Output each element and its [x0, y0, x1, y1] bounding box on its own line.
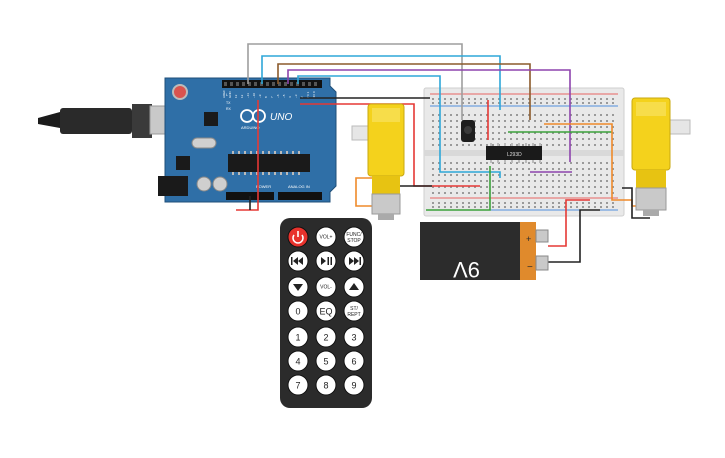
- remote-button-7[interactable]: VOL-: [315, 276, 337, 298]
- battery-plus-icon: +: [526, 234, 531, 244]
- wire-red-1: [300, 103, 480, 187]
- header-pin-label: GND: [228, 91, 232, 99]
- remote-button-2[interactable]: FUNC/STOP: [343, 226, 365, 248]
- header-pin-label: AREF: [222, 90, 226, 98]
- header-pin-label: ~9: [258, 94, 262, 98]
- remote-button-label: 4: [295, 357, 300, 367]
- ir-remote: VOL+ FUNC/STOP VOL- 0 EQ ST/REPT 1 2 3 4 5 6 7 8 9: [280, 218, 372, 408]
- remote-button-5[interactable]: [343, 250, 365, 272]
- wire-red-4: [548, 199, 590, 247]
- remote-button-label: STOP: [347, 238, 361, 244]
- header-pin-label: RX 0: [312, 91, 316, 98]
- remote-button-label: 6: [351, 357, 356, 367]
- header-pin-label: 7: [270, 96, 274, 98]
- battery-9v: 9V + −: [420, 222, 549, 282]
- header-pin-label: ~5: [282, 94, 286, 98]
- remote-button-label: 9: [351, 381, 356, 391]
- arduino-logo-icon: [240, 109, 266, 123]
- wire-gray: [247, 43, 463, 120]
- remote-button-label: 2: [323, 333, 328, 343]
- remote-button-label: VOL-: [320, 285, 332, 291]
- remote-button-label: EQ: [319, 307, 332, 317]
- remote-button-label: 1: [295, 333, 300, 343]
- analog-label: ANALOG IN: [288, 184, 310, 189]
- remote-button-12[interactable]: 1: [287, 326, 309, 348]
- remote-button-9[interactable]: 0: [287, 300, 309, 322]
- remote-button-8[interactable]: [343, 276, 365, 298]
- header-pin-label: ~10: [252, 93, 256, 98]
- wire-brown: [277, 63, 531, 120]
- battery-label: 9V: [453, 257, 480, 282]
- header-pin-label: 13: [234, 94, 238, 98]
- header-pin-label: 4: [288, 96, 292, 98]
- wire-orange-1: [355, 177, 378, 207]
- arduino-board: UNO ARDUINO L TX RX POWER ANALOG IN AREF…: [158, 77, 337, 203]
- remote-button-label: 3: [351, 333, 356, 343]
- wires: [236, 43, 650, 263]
- board-model-label: UNO: [270, 112, 292, 123]
- fast-forward-icon: [349, 257, 361, 265]
- remote-button-20[interactable]: 9: [343, 374, 365, 396]
- board-led-label: L: [226, 93, 228, 97]
- wire-green-1: [426, 166, 491, 211]
- header-pin-label: TX 1: [306, 91, 310, 98]
- header-pin-label: 12: [240, 94, 244, 98]
- header-pin-label: ~3: [294, 94, 298, 98]
- arrow-up-icon: [349, 283, 359, 290]
- remote-button-0[interactable]: [287, 226, 309, 248]
- remote-button-14[interactable]: 3: [343, 326, 365, 348]
- remote-button-label: 0: [295, 307, 300, 317]
- arrow-down-icon: [293, 284, 303, 291]
- remote-button-15[interactable]: 4: [287, 350, 309, 372]
- power-icon: [292, 231, 304, 244]
- remote-button-label: ST/: [350, 306, 358, 312]
- header-pin-label: ~11: [246, 93, 250, 98]
- remote-button-6[interactable]: [287, 276, 309, 298]
- wire-blue-2: [297, 75, 501, 178]
- motor-driver-chip: L293D: [486, 143, 542, 163]
- remote-button-label: REPT: [347, 312, 360, 318]
- left-dc-motor: [351, 103, 405, 220]
- wire-blue: [261, 55, 501, 110]
- remote-button-1[interactable]: VOL+: [315, 226, 337, 248]
- header-pin-label: ~6: [276, 94, 280, 98]
- remote-button-13[interactable]: 2: [315, 326, 337, 348]
- remote-button-16[interactable]: 5: [315, 350, 337, 372]
- ir-receiver: [461, 120, 475, 142]
- remote-button-11[interactable]: ST/REPT: [343, 300, 365, 322]
- remote-button-19[interactable]: 8: [315, 374, 337, 396]
- remote-button-10[interactable]: EQ: [315, 300, 337, 322]
- wire-orange-2: [544, 123, 648, 207]
- remote-button-label: VOL+: [320, 235, 333, 241]
- wire-black-4: [548, 209, 600, 263]
- rewind-icon: [291, 257, 303, 265]
- header-pin-label: 8: [264, 96, 268, 98]
- play-pause-icon: [321, 257, 332, 265]
- board-rx-label: RX: [226, 107, 232, 111]
- power-label: POWER: [256, 184, 271, 189]
- remote-button-17[interactable]: 6: [343, 350, 365, 372]
- wire-purple: [287, 69, 571, 162]
- remote-button-3[interactable]: [287, 250, 309, 272]
- board-tx-label: TX: [226, 101, 231, 105]
- wire-red-2: [236, 100, 259, 211]
- remote-button-4[interactable]: [315, 250, 337, 272]
- right-dc-motor: [631, 97, 691, 216]
- remote-button-label: 8: [323, 381, 328, 391]
- remote-button-label: FUNC/: [346, 232, 362, 238]
- wire-black-5: [622, 187, 650, 219]
- driver-chip-label: L293D: [507, 152, 522, 158]
- battery-minus-icon: −: [527, 262, 533, 273]
- remote-button-18[interactable]: 7: [287, 374, 309, 396]
- header-pin-label: 2: [300, 96, 304, 98]
- remote-button-label: 7: [295, 381, 300, 391]
- board-brand-label: ARDUINO: [241, 125, 259, 130]
- remote-button-label: 5: [323, 357, 328, 367]
